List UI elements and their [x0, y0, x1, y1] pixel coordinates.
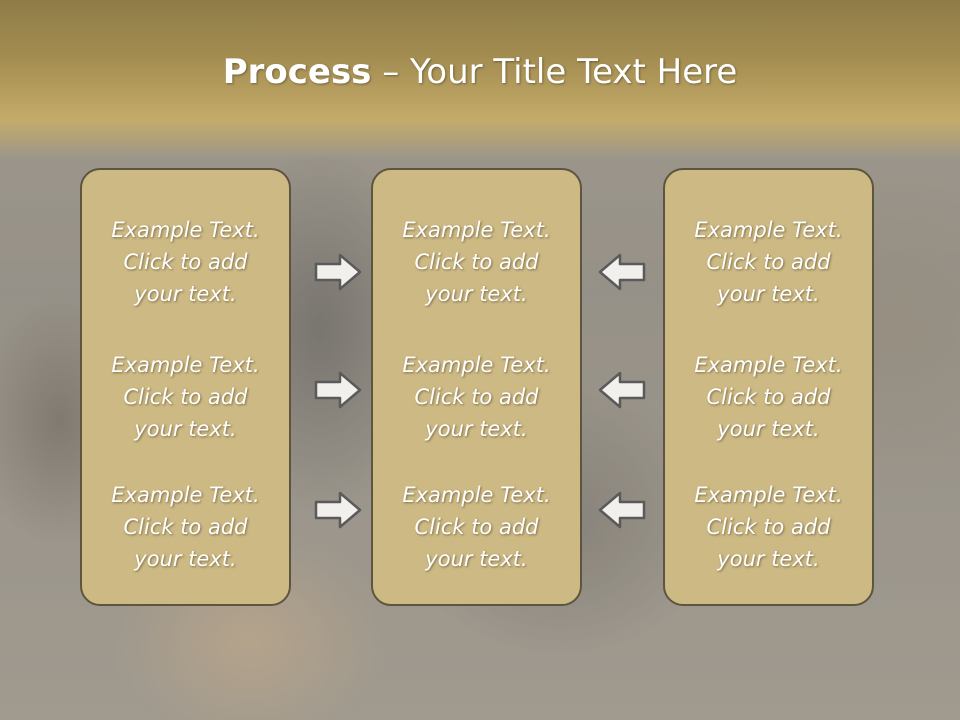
text-line: your text.: [717, 282, 820, 306]
text-line: your text.: [717, 547, 820, 571]
text-block[interactable]: Example Text. Click to add your text.: [373, 349, 580, 445]
text-line: Click to add: [706, 515, 831, 539]
text-line: your text.: [425, 417, 528, 441]
text-line: Example Text.: [694, 483, 843, 507]
process-box-left[interactable]: Example Text. Click to add your text. Ex…: [80, 168, 291, 606]
slide-title[interactable]: Process – Your Title Text Here: [0, 52, 960, 92]
text-line: Example Text.: [694, 353, 843, 377]
right-arrow-icon: [314, 491, 362, 529]
text-line: Click to add: [414, 515, 539, 539]
text-line: Click to add: [123, 250, 248, 274]
text-block[interactable]: Example Text. Click to add your text.: [82, 349, 289, 445]
title-bold: Process: [222, 52, 372, 92]
text-line: Example Text.: [402, 353, 551, 377]
text-line: your text.: [425, 547, 528, 571]
text-block[interactable]: Example Text. Click to add your text.: [82, 214, 289, 310]
process-box-center[interactable]: Example Text. Click to add your text. Ex…: [371, 168, 582, 606]
text-line: Example Text.: [111, 218, 260, 242]
text-line: your text.: [425, 282, 528, 306]
left-arrow-icon: [598, 371, 646, 409]
text-line: Example Text.: [694, 218, 843, 242]
right-arrow-icon: [314, 371, 362, 409]
text-line: Click to add: [706, 385, 831, 409]
left-arrow-icon: [598, 491, 646, 529]
text-line: Click to add: [414, 250, 539, 274]
text-block[interactable]: Example Text. Click to add your text.: [373, 214, 580, 310]
text-block[interactable]: Example Text. Click to add your text.: [665, 479, 872, 575]
text-line: Example Text.: [402, 218, 551, 242]
text-line: Click to add: [706, 250, 831, 274]
right-arrow-icon: [314, 253, 362, 291]
text-line: Click to add: [414, 385, 539, 409]
title-rest: – Your Title Text Here: [371, 52, 738, 92]
text-line: your text.: [134, 547, 237, 571]
text-line: Example Text.: [111, 483, 260, 507]
text-line: Click to add: [123, 515, 248, 539]
title-banner: [0, 0, 960, 160]
left-arrow-icon: [598, 253, 646, 291]
text-block[interactable]: Example Text. Click to add your text.: [82, 479, 289, 575]
text-line: Click to add: [123, 385, 248, 409]
text-block[interactable]: Example Text. Click to add your text.: [665, 214, 872, 310]
text-block[interactable]: Example Text. Click to add your text.: [373, 479, 580, 575]
text-line: your text.: [717, 417, 820, 441]
text-block[interactable]: Example Text. Click to add your text.: [665, 349, 872, 445]
text-line: your text.: [134, 282, 237, 306]
text-line: Example Text.: [111, 353, 260, 377]
text-line: Example Text.: [402, 483, 551, 507]
process-box-right[interactable]: Example Text. Click to add your text. Ex…: [663, 168, 874, 606]
text-line: your text.: [134, 417, 237, 441]
